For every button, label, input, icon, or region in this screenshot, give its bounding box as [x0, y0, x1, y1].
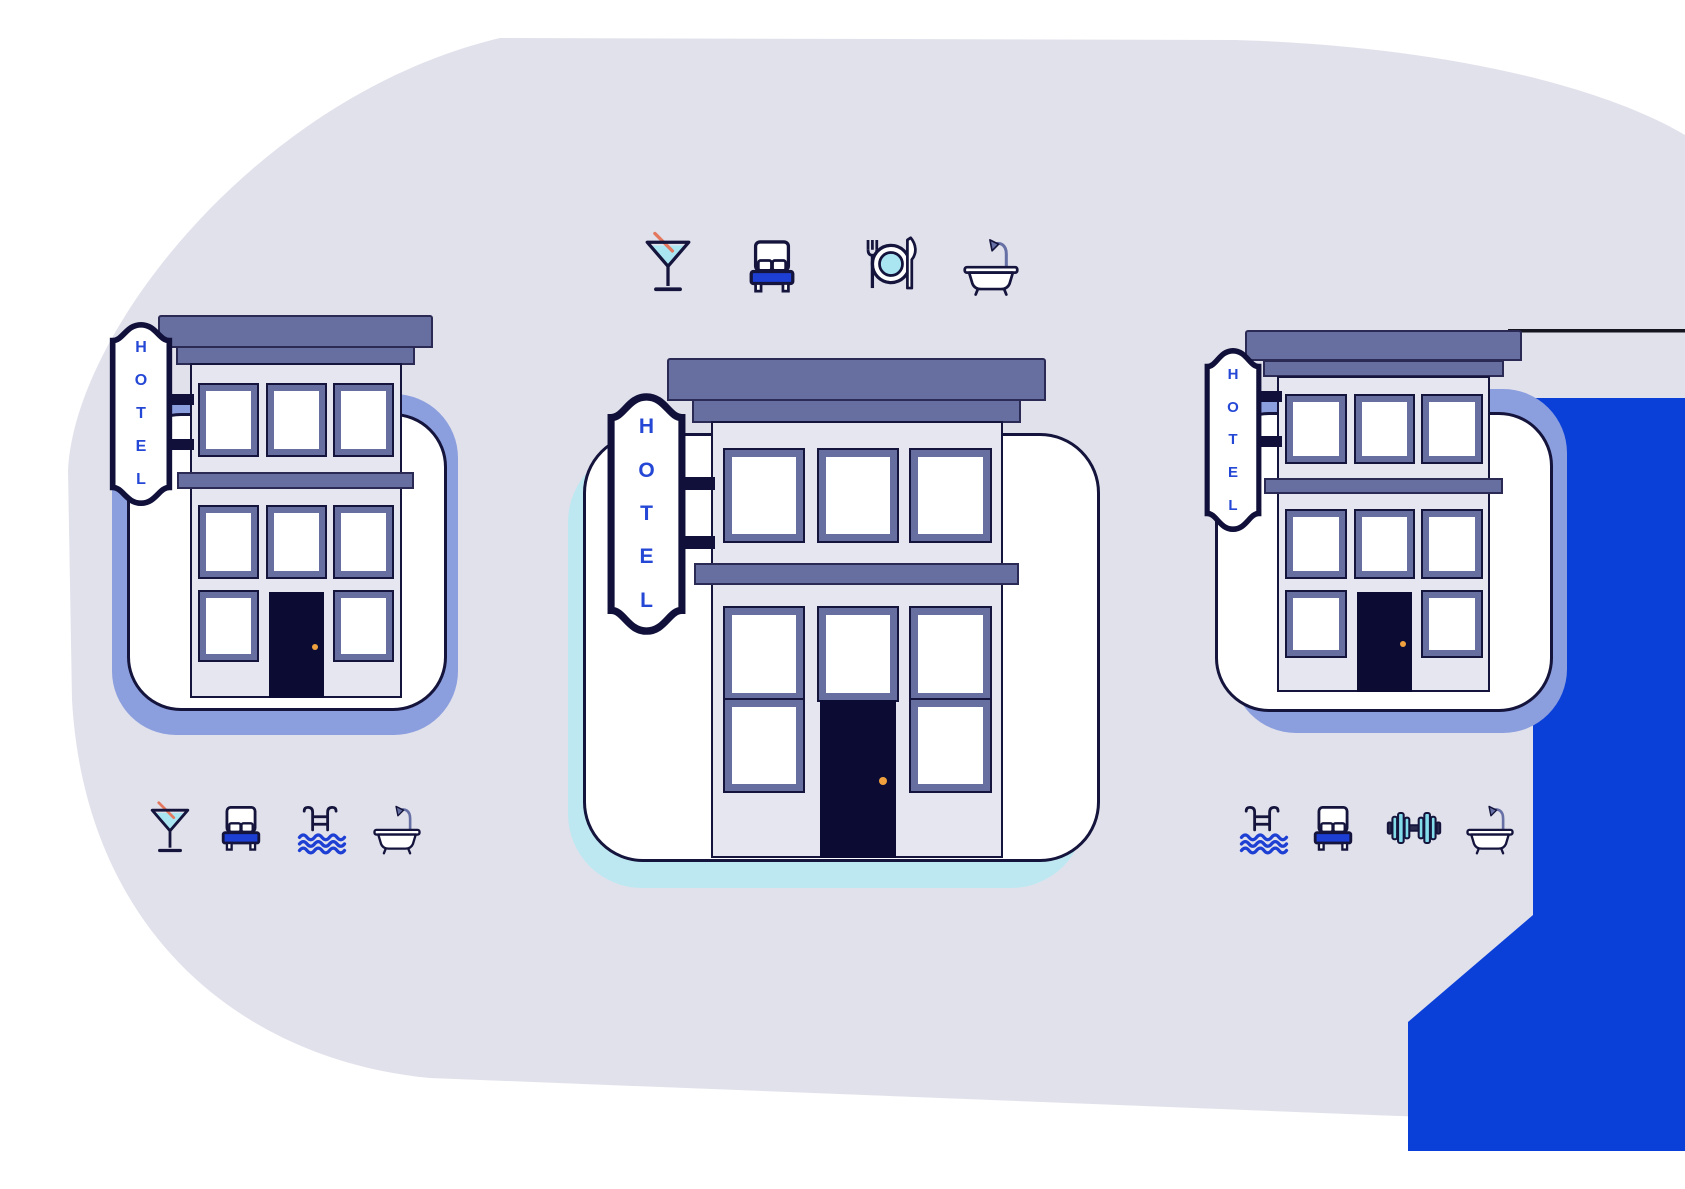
window [816, 606, 900, 702]
dumbbell-icon [1384, 798, 1444, 858]
martini-icon [140, 798, 200, 858]
floor-band [693, 563, 1020, 585]
door-knob [879, 777, 888, 786]
bath-shower-icon [956, 230, 1026, 300]
bath-shower-icon [367, 798, 427, 858]
pool-icon [292, 798, 352, 858]
floor-band [1264, 478, 1503, 495]
window [909, 606, 992, 702]
window [333, 383, 395, 458]
martini-icon [633, 228, 703, 298]
hotel-building-center [667, 358, 1046, 858]
cornice-band [691, 399, 1022, 423]
sign-board [607, 393, 686, 635]
sign-bracket [1258, 391, 1282, 402]
window [198, 383, 259, 458]
door-knob [311, 643, 318, 650]
floor-band [177, 472, 414, 489]
window [198, 504, 259, 579]
door-knob [1399, 640, 1406, 647]
sign-bracket [1258, 436, 1282, 447]
window [333, 589, 395, 663]
bed-icon [1303, 798, 1363, 858]
window [1285, 394, 1347, 465]
sign-bracket [168, 394, 194, 405]
window [816, 447, 900, 543]
window [1353, 508, 1416, 580]
sign-board [109, 321, 173, 507]
window [266, 383, 327, 458]
window [1421, 508, 1483, 580]
window [333, 504, 395, 579]
accent-line [1508, 329, 1685, 333]
pool-icon [1234, 798, 1294, 858]
entrance-door [819, 700, 896, 858]
window [722, 698, 806, 793]
window [1353, 394, 1416, 465]
window [722, 606, 806, 702]
window [1421, 589, 1483, 659]
cornice [667, 358, 1046, 401]
blue-block [1408, 398, 1685, 1151]
cornice [158, 315, 433, 348]
window [909, 698, 992, 793]
window [909, 447, 992, 543]
entrance-door [268, 591, 324, 698]
window [266, 504, 327, 579]
sign-bracket [681, 536, 715, 549]
entrance-door [1356, 591, 1413, 692]
sign-board [1204, 347, 1262, 533]
hotel-building-right [1245, 330, 1522, 692]
window [1421, 394, 1483, 465]
sign-bracket [168, 439, 194, 450]
window [1285, 508, 1347, 580]
window [722, 447, 806, 543]
window [1285, 589, 1347, 659]
cornice-band [175, 346, 416, 365]
window [198, 589, 259, 663]
cornice [1245, 330, 1522, 361]
dining-icon [856, 229, 926, 299]
cornice-band [1263, 359, 1504, 378]
hotel-building-left [158, 315, 433, 698]
bath-shower-icon [1460, 798, 1520, 858]
bed-icon [737, 231, 807, 301]
sign-bracket [681, 477, 715, 490]
bed-icon [211, 798, 271, 858]
